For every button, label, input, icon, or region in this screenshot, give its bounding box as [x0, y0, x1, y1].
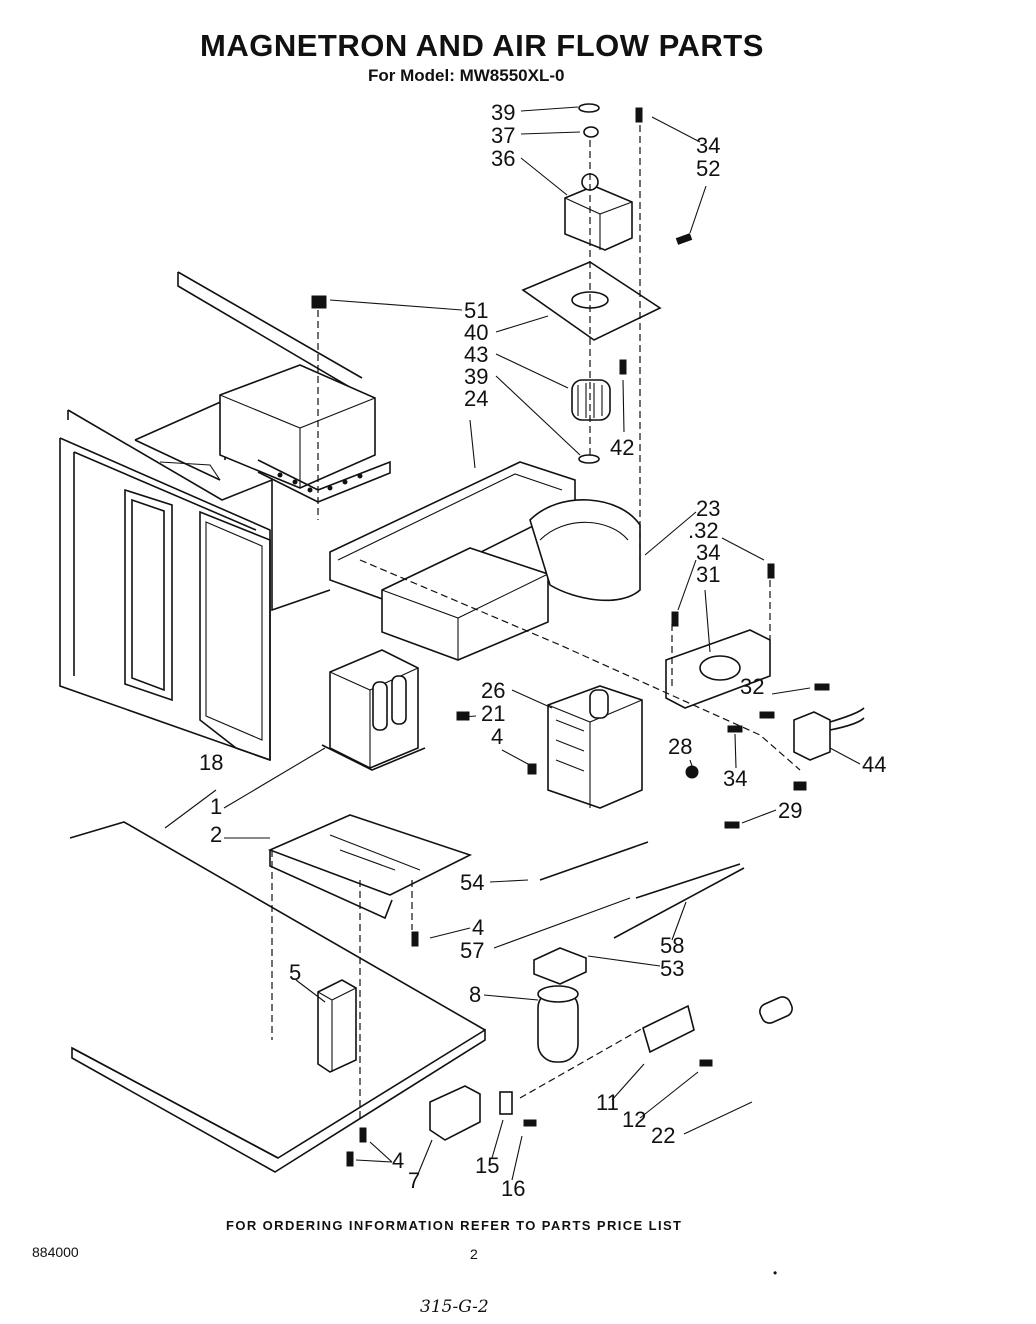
callout-39-0: 39 [491, 100, 515, 125]
callout-52-4: 52 [696, 156, 720, 181]
callout-36-2: 36 [491, 146, 515, 171]
page-title: MAGNETRON AND AIR FLOW PARTS [200, 28, 764, 63]
callout-labels: 393736345251404339244223.323431322621444… [199, 100, 886, 1201]
callout-4-18: 4 [491, 724, 503, 749]
callout-53-30: 53 [660, 956, 684, 981]
callout-34-13: 34 [696, 540, 720, 565]
callout-24-9: 24 [464, 386, 488, 411]
magnetron [547, 685, 643, 809]
callout-42-10: 42 [610, 435, 634, 460]
callout-37-1: 37 [491, 123, 515, 148]
callout-31-14: 31 [696, 562, 720, 587]
fan-motor [521, 103, 662, 464]
callout-8-32: 8 [469, 982, 481, 1007]
relay [429, 947, 587, 1141]
callout-43-7: 43 [464, 342, 488, 367]
callout-54-26: 54 [460, 870, 484, 895]
callout-5-31: 5 [289, 960, 301, 985]
page-number: 2 [470, 1246, 478, 1262]
callout-34-3: 34 [696, 133, 720, 158]
stray-mark: • [773, 1266, 778, 1280]
document-number: 884000 [32, 1244, 79, 1260]
callout-16-39: 16 [501, 1176, 525, 1201]
callout-18-22: 18 [199, 750, 223, 775]
model-subtitle: For Model: MW8550XL-0 [368, 66, 565, 85]
callout-22-35: 22 [651, 1123, 675, 1148]
callout-21-17: 21 [481, 701, 505, 726]
callout-4-27: 4 [472, 915, 484, 940]
base-plate [267, 814, 473, 920]
transformer [321, 649, 426, 771]
callout-57-28: 57 [460, 938, 484, 963]
callout-32-15: 32 [740, 674, 764, 699]
screws [311, 107, 830, 1167]
callout-11-33: 11 [596, 1090, 619, 1115]
callout-40-6: 40 [464, 320, 488, 345]
callout-34-21: 34 [723, 766, 747, 791]
ordering-note: FOR ORDERING INFORMATION REFER TO PARTS … [226, 1218, 683, 1233]
capacitor [537, 985, 579, 1063]
air-duct [329, 461, 641, 661]
callout-15-37: 15 [475, 1153, 499, 1178]
callout-39-8: 39 [464, 364, 488, 389]
callout-32-12: .32 [688, 518, 719, 543]
callout-1-23: 1 [210, 794, 222, 819]
callout-2-24: 2 [210, 822, 222, 847]
callout-23-11: 23 [696, 496, 720, 521]
callout-44-19: 44 [862, 752, 886, 777]
bracket [317, 979, 357, 1073]
handwritten-reference: 315-G-2 [420, 1297, 489, 1317]
callout-26-16: 26 [481, 678, 505, 703]
wire-harnesses [539, 841, 745, 939]
callout-29-25: 29 [778, 798, 802, 823]
bottom-panel [69, 821, 486, 1173]
callout-51-5: 51 [464, 298, 488, 323]
callout-58-29: 58 [660, 933, 684, 958]
callout-4-36: 4 [392, 1148, 404, 1173]
callout-12-34: 12 [622, 1107, 646, 1132]
fuse-holder [642, 996, 793, 1054]
cabinet-frame [59, 271, 363, 762]
upper-chassis-box [219, 364, 391, 503]
switch-bracket [665, 629, 865, 761]
callout-7-38: 7 [408, 1168, 420, 1193]
assembly-guides [271, 125, 801, 1120]
callout-28-20: 28 [668, 734, 692, 759]
leader-lines [164, 106, 861, 1181]
